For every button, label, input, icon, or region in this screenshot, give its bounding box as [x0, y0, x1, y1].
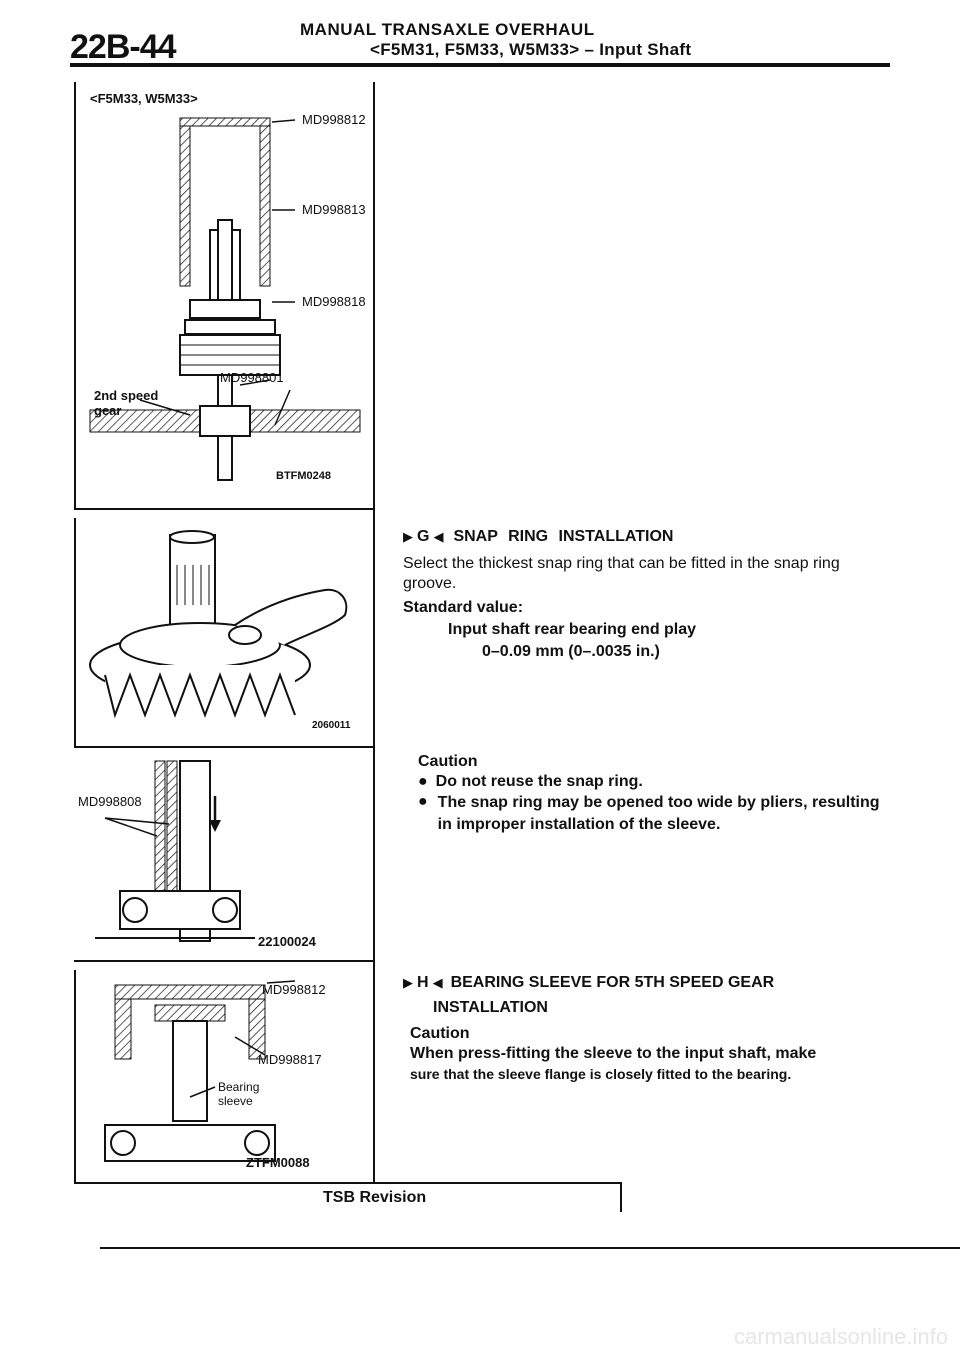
standard-value-item: Input shaft rear bearing end play — [448, 621, 697, 638]
section-h-title: BEARING SLEEVE FOR 5TH SPEED GEAR — [450, 974, 775, 991]
caution-item-2: ● The snap ring may be opened too wide b… — [418, 792, 888, 836]
tsb-revision-box — [318, 1182, 622, 1212]
bottom-rule — [100, 1247, 960, 1249]
figure-1-tool-4: MD998801 — [220, 370, 284, 385]
section-h-heading: ▶ H ◀ BEARING SLEEVE FOR 5TH SPEED GEAR — [403, 974, 774, 992]
figure-3-illustration — [85, 756, 365, 946]
figure-divider-2 — [74, 746, 374, 748]
section-marker-icon: ▶ — [403, 529, 413, 544]
left-column-border-right — [373, 82, 375, 1182]
page-title: MANUAL TRANSAXLE OVERHAUL — [300, 20, 595, 39]
figure-4-tool-2: MD998817 — [258, 1052, 322, 1067]
page-number: 22B-44 — [70, 28, 177, 66]
section-h-title-line2: INSTALLATION — [433, 999, 548, 1016]
section-marker-icon: ◀ — [432, 975, 443, 990]
caution-item-1: ● Do not reuse the snap ring. — [418, 773, 643, 790]
section-g-body: Select the thickest snap ring that can b… — [403, 555, 840, 592]
section-g-caution-label: Caution — [418, 753, 478, 770]
section-g-heading: ▶ G ◀ SNAP RING INSTALLATION — [403, 528, 673, 546]
section-h-marker: H — [417, 974, 429, 991]
figure-1-tool-1: MD998812 — [302, 112, 366, 127]
section-h-caution-line1: When press-fitting the sleeve to the inp… — [410, 1045, 817, 1062]
page-subtitle: <F5M31, F5M33, W5M33> – Input Shaft — [370, 40, 692, 59]
figure-2-code: 2060011 — [312, 720, 351, 731]
figure-divider-3 — [74, 960, 374, 962]
section-g-marker: G — [417, 528, 430, 545]
bullet-icon: ● — [418, 773, 428, 790]
figure-1-part-label: 2nd speed gear — [94, 388, 159, 418]
figure-3-tool: MD998808 — [78, 794, 142, 809]
figure-1-code: BTFM0248 — [276, 470, 332, 482]
site-watermark: carmanualsonline.info — [733, 1324, 948, 1349]
section-g-title: SNAP RING INSTALLATION — [453, 528, 674, 545]
section-h-caution-label: Caution — [410, 1025, 470, 1042]
figure-1-model-label: <F5M33, W5M33> — [90, 91, 198, 106]
figure-2-illustration — [85, 525, 365, 725]
standard-value-label: Standard value: — [403, 599, 524, 616]
figure2-border-left — [74, 518, 76, 746]
tsb-revision-label: TSB Revision — [323, 1189, 427, 1206]
left-column-border-left — [74, 82, 76, 510]
bullet-icon: ● — [418, 793, 428, 810]
figure-4-code: ZTFM0088 — [246, 1155, 310, 1170]
section-marker-icon: ▶ — [403, 975, 413, 990]
figure-4-illustration — [85, 975, 365, 1175]
section-h-caution-line2: sure that the sleeve flange is closely f… — [410, 1066, 792, 1082]
figure-1-tool-2: MD998813 — [302, 202, 366, 217]
figure-divider-4 — [74, 1182, 374, 1184]
figure-4-tool-1: MD998812 — [262, 982, 326, 997]
figure-1-tool-3: MD998818 — [302, 294, 366, 309]
figure-divider-1 — [74, 508, 374, 510]
header-rule — [70, 63, 890, 67]
figure-4-part-label: Bearing sleeve — [218, 1080, 260, 1108]
figure-1-illustration — [80, 110, 370, 500]
section-marker-icon: ◀ — [433, 529, 444, 544]
standard-value-spec: 0–0.09 mm (0–.0035 in.) — [482, 643, 660, 660]
figure4-border-left — [74, 970, 76, 1184]
figure-3-code: 22100024 — [258, 934, 316, 949]
